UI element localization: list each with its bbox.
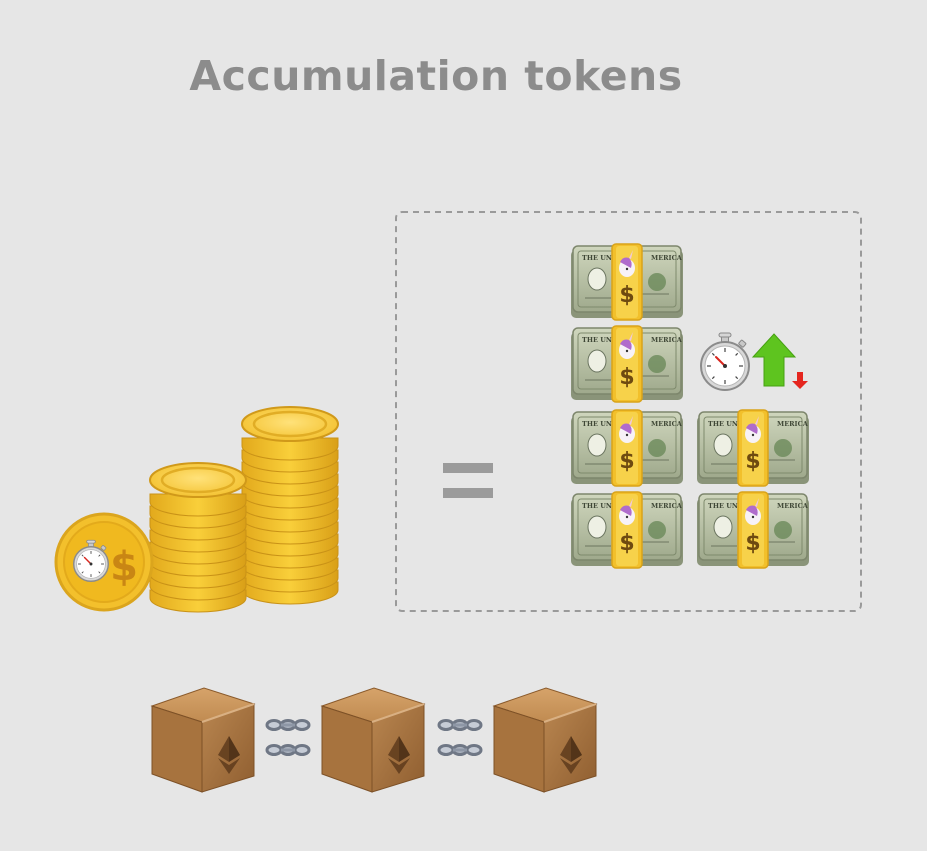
money-bundle-column-left [570,243,684,569]
unicorn-dollar-bundle-icon [570,243,684,321]
stopwatch-icon [700,332,750,391]
ethereum-block-icon [151,687,255,793]
red-down-arrow-icon [792,372,808,389]
blockchain-row [151,687,597,793]
unicorn-dollar-bundle-icon [570,491,684,569]
equals-icon [443,463,493,498]
short-coin-stack [149,462,247,613]
ethereum-block-icon [493,687,597,793]
unicorn-dollar-bundle-icon [696,409,810,487]
unicorn-dollar-bundle-icon [570,409,684,487]
stopwatch-dollar-coin-icon: $ [54,512,154,612]
green-up-arrow-icon [751,333,797,387]
coin-dollar-symbol: $ [110,544,138,590]
ethereum-block-icon [321,687,425,793]
unicorn-dollar-bundle-icon [696,491,810,569]
tall-coin-stack [241,406,339,605]
unicorn-dollar-bundle-icon [570,325,684,403]
chain-link-icon [265,719,311,756]
gold-coin-stack-icon [149,406,339,613]
money-bundle-column-right [696,409,810,569]
chain-link-icon [437,719,483,756]
page-title: Accumulation tokens [189,52,683,100]
